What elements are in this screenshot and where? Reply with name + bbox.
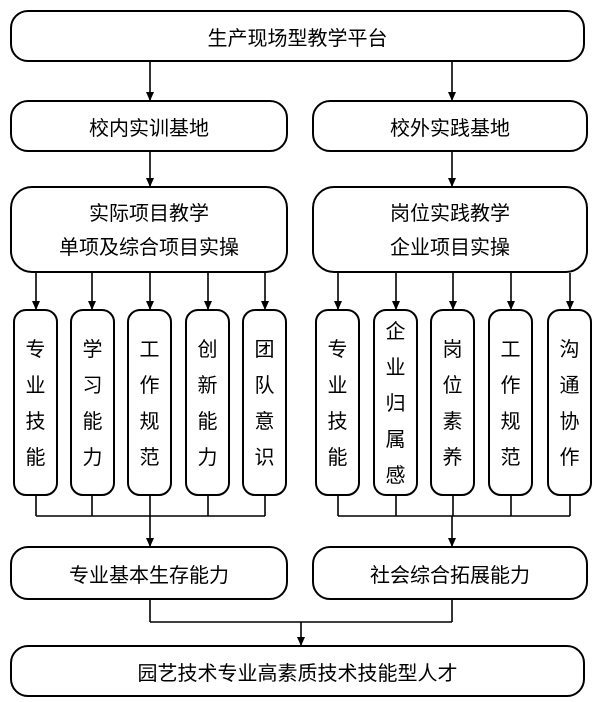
right-ability-1-label: 专业技能 xyxy=(327,336,348,469)
left-ability-1-label: 专业技能 xyxy=(25,336,46,469)
right-ability-3: 岗位素养 xyxy=(430,309,475,496)
right-outcome-box: 社会综合拓展能力 xyxy=(312,546,588,600)
left-outcome-label: 专业基本生存能力 xyxy=(69,562,229,587)
left-ability-2: 学习能力 xyxy=(70,309,115,496)
left-ability-5-label: 团队意识 xyxy=(254,336,275,469)
right-ability-4: 工作规范 xyxy=(488,309,533,496)
talent-label: 园艺技术专业高素质技术技能型人才 xyxy=(137,660,458,685)
left-ability-2-label: 学习能力 xyxy=(82,336,103,469)
right-ability-4-label: 工作规范 xyxy=(500,336,521,469)
left-outcome-box: 专业基本生存能力 xyxy=(10,546,288,600)
right-ability-5-label: 沟通协作 xyxy=(559,336,580,469)
left-ability-5: 团队意识 xyxy=(242,309,287,496)
right-base-box: 校外实践基地 xyxy=(312,100,588,152)
right-ability-2: 企业归属感 xyxy=(373,309,418,496)
left-base-box: 校内实训基地 xyxy=(10,100,288,152)
left-teaching-line-2: 单项及综合项目实操 xyxy=(59,234,239,259)
right-base-label: 校外实践基地 xyxy=(390,115,510,140)
right-outcome-label: 社会综合拓展能力 xyxy=(370,562,530,587)
talent-box: 园艺技术专业高素质技术技能型人才 xyxy=(10,645,585,697)
right-ability-5: 沟通协作 xyxy=(547,309,592,496)
right-teaching-box: 岗位实践教学 企业项目实操 xyxy=(312,186,588,273)
left-teaching-line-1: 实际项目教学 xyxy=(89,200,209,225)
platform-label: 生产现场型教学平台 xyxy=(207,25,388,50)
right-ability-1: 专业技能 xyxy=(315,309,360,496)
left-teaching-box: 实际项目教学 单项及综合项目实操 xyxy=(10,186,288,273)
left-ability-1: 专业技能 xyxy=(13,309,58,496)
left-ability-3-label: 工作规范 xyxy=(139,336,160,469)
right-ability-2-label: 企业归属感 xyxy=(385,318,406,487)
left-ability-3: 工作规范 xyxy=(127,309,172,496)
left-ability-4-label: 创新能力 xyxy=(197,336,218,469)
platform-box: 生产现场型教学平台 xyxy=(10,10,585,62)
right-teaching-line-2: 企业项目实操 xyxy=(390,234,510,259)
left-base-label: 校内实训基地 xyxy=(89,115,209,140)
right-ability-3-label: 岗位素养 xyxy=(442,336,463,469)
left-ability-4: 创新能力 xyxy=(185,309,230,496)
right-teaching-line-1: 岗位实践教学 xyxy=(390,200,510,225)
